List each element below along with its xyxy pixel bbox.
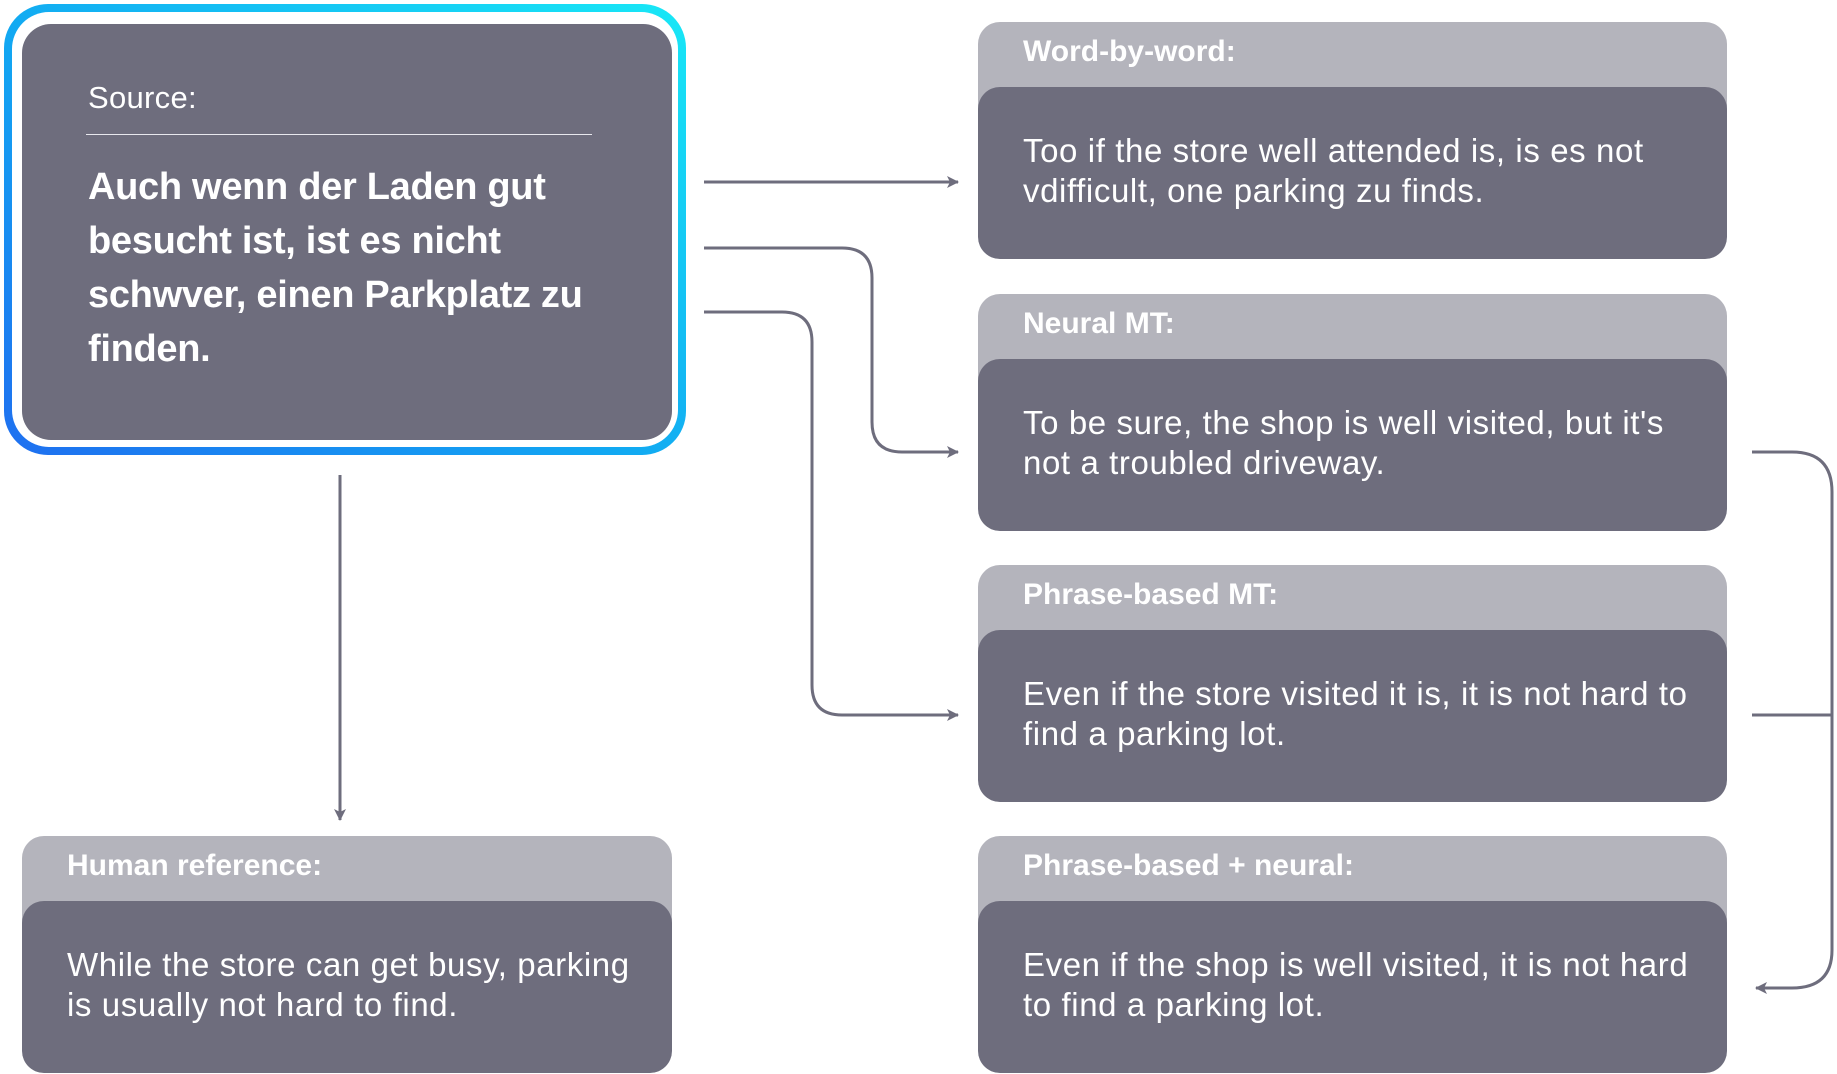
phrase-based-mt-card: Phrase-based MT: Even if the store visit… xyxy=(978,565,1727,802)
source-sentence: Auch wenn der Laden gut besucht ist, ist… xyxy=(88,166,583,370)
card-header: Word-by-word: xyxy=(1023,35,1236,68)
card-text: To be sure, the shop is well visited, bu… xyxy=(1023,404,1665,481)
card-body: To be sure, the shop is well visited, bu… xyxy=(978,359,1727,531)
phrase-based-neural-card: Phrase-based + neural: Even if the shop … xyxy=(978,836,1727,1073)
source-box: Source: Auch wenn der Laden gut besucht … xyxy=(22,24,672,440)
arrow-source-to-phrase-based-mt xyxy=(704,310,959,721)
human-reference-card: Human reference: While the store can get… xyxy=(22,836,672,1073)
card-header: Neural MT: xyxy=(1023,307,1175,340)
card-header: Human reference: xyxy=(67,849,323,882)
neural-mt-card: Neural MT: To be sure, the shop is well … xyxy=(978,294,1727,531)
card-text: Even if the store visited it is, it is n… xyxy=(1023,675,1688,752)
card-body: Too if the store well attended is, is es… xyxy=(978,87,1727,259)
source-label: Source: xyxy=(88,80,197,115)
card-text: While the store can get busy, parking is… xyxy=(67,946,630,1023)
card-body: Even if the store visited it is, it is n… xyxy=(978,630,1727,802)
card-text: Even if the shop is well visited, it is … xyxy=(1023,946,1689,1023)
arrow-source-to-neural-mt xyxy=(704,246,959,458)
arrow-neural-to-combined xyxy=(1752,450,1834,994)
card-header: Phrase-based + neural: xyxy=(1023,849,1354,882)
word-by-word-card: Word-by-word: Too if the store well atte… xyxy=(978,22,1727,259)
card-body: While the store can get busy, parking is… xyxy=(22,901,672,1073)
card-header: Phrase-based MT: xyxy=(1023,578,1279,611)
source-divider xyxy=(86,134,592,135)
card-body: Even if the shop is well visited, it is … xyxy=(978,901,1727,1073)
card-text: Too if the store well attended is, is es… xyxy=(1023,132,1644,209)
